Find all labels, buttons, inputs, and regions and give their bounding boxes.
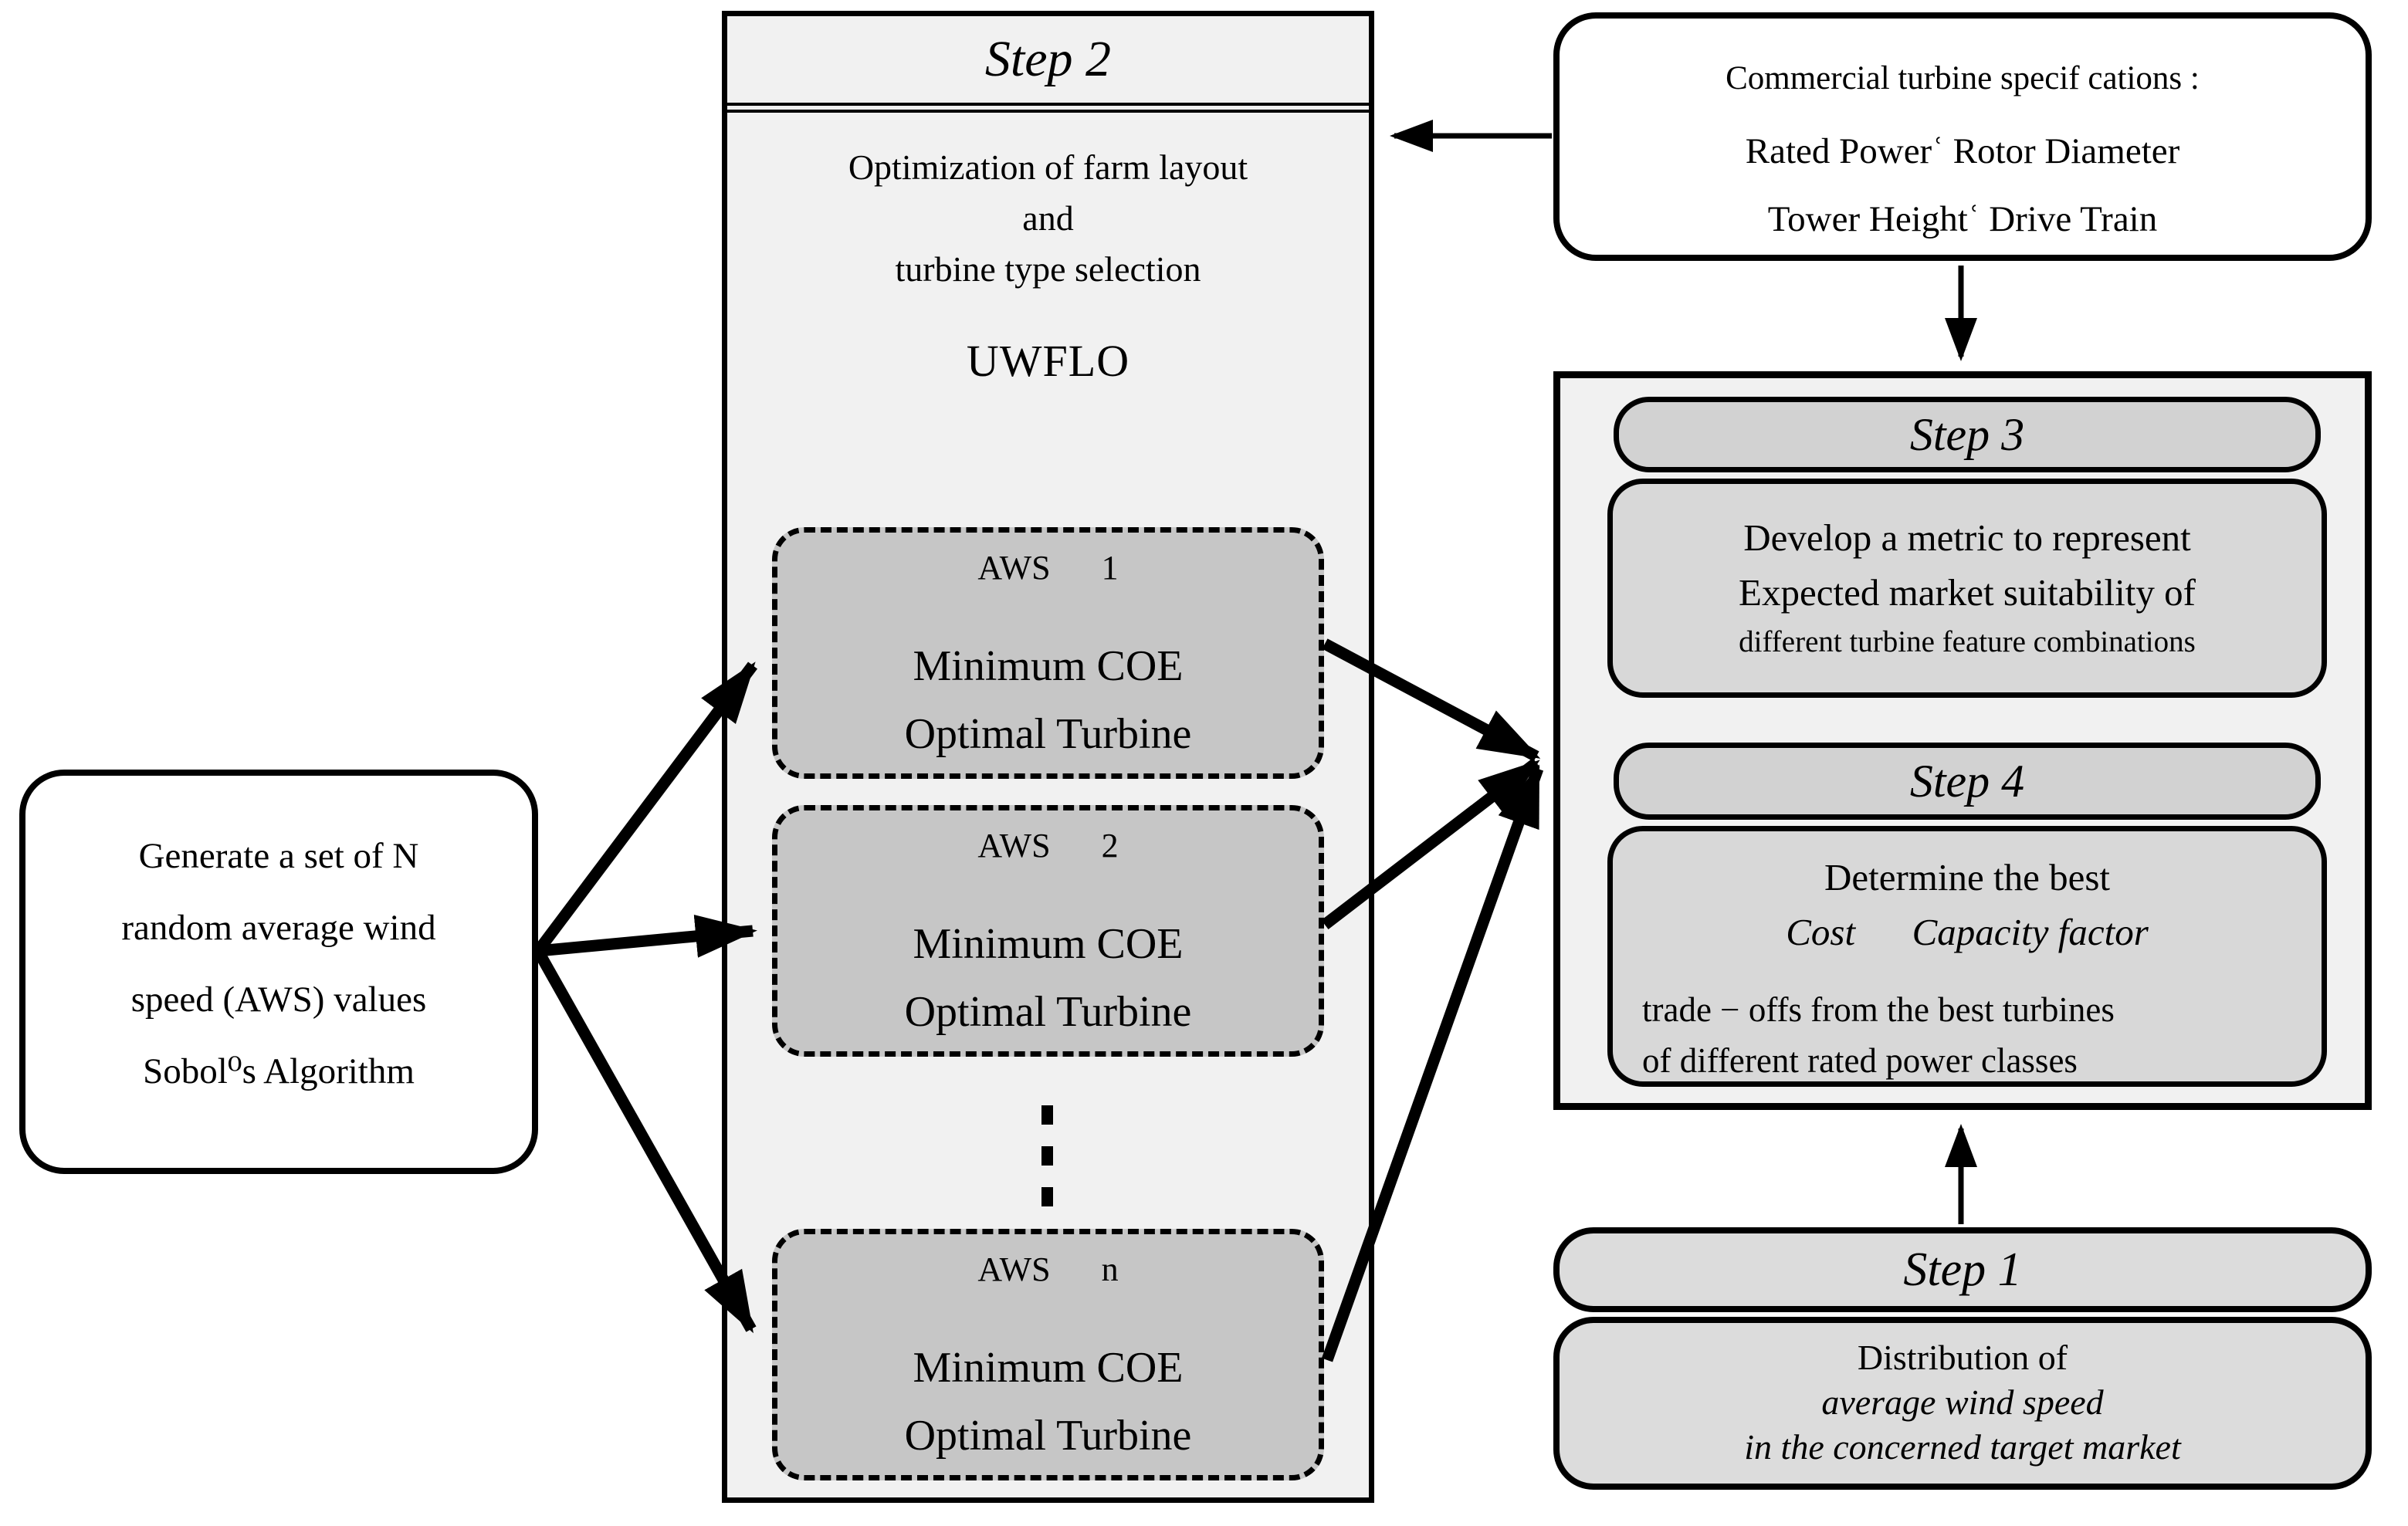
aws1-label: AWS 1 (977, 549, 1119, 587)
step4-body: Determine the best Cost Capacity factor … (1607, 826, 2327, 1087)
aws-generation-text: Generate a set of N random average wind … (25, 821, 532, 1108)
step3-text: Develop a metric to represent Expected m… (1613, 510, 2322, 620)
step3-line3: different turbine feature combinations (1739, 625, 2196, 658)
commercial-specs-box: Commercial turbine specif cations : Rate… (1553, 12, 2372, 261)
aws1-result-line1: Minimum COE (913, 642, 1184, 690)
awsn-result-text: Minimum COE Optimal Turbine (777, 1334, 1319, 1470)
aws1-result-line2: Optimal Turbine (904, 710, 1192, 758)
ellipsis-dot (1041, 1146, 1053, 1166)
aws-generation-line3: speed (AWS) values (130, 980, 427, 1020)
step3-body: Develop a metric to represent Expected m… (1607, 479, 2327, 698)
step2-description: Optimization of farm layout and turbine … (727, 142, 1369, 295)
aws2-label: AWS 2 (977, 827, 1119, 865)
awsn-result-line1: Minimum COE (913, 1344, 1184, 1392)
arrow-leftbox-to-aws2 (537, 915, 757, 958)
step1-line2: average wind speed (1821, 1382, 2104, 1422)
step2-tool-name: UWFLO (966, 336, 1130, 386)
aws2-result-line2: Optimal Turbine (904, 988, 1192, 1036)
step1-line1: Distribution of (1857, 1338, 2068, 1377)
step3-title: Step 3 (1909, 408, 2025, 460)
ellipsis-dot (1041, 1105, 1053, 1125)
step2-description-line2: and (1022, 198, 1074, 238)
step1-text: Distribution of average wind speed in th… (1560, 1335, 2366, 1470)
aws1-result-text: Minimum COE Optimal Turbine (777, 632, 1319, 768)
step4-line3: trade − offs from the best turbines (1642, 990, 2115, 1029)
awsn-result-box: AWS n Minimum COE Optimal Turbine (772, 1229, 1324, 1480)
step4-tradeoff-text: trade − offs from the best turbines of d… (1613, 984, 2322, 1086)
aws-generation-line4: Sobol⁰s Algorithm (143, 1051, 415, 1091)
step1-body: Distribution of average wind speed in th… (1553, 1317, 2372, 1490)
step1-line3: in the concerned target market (1744, 1427, 2181, 1467)
step4-line1: Determine the best (1824, 856, 2111, 898)
step4-line2: Cost Capacity factor (1786, 911, 2149, 953)
step4-header: Step 4 (1614, 743, 2321, 820)
step2-title: Step 2 (727, 16, 1369, 113)
step2-description-line3: turbine type selection (895, 249, 1201, 289)
step2-description-line1: Optimization of farm layout (848, 147, 1248, 187)
aws-generation-line1: Generate a set of N (138, 836, 419, 876)
step1-header: Step 1 (1553, 1227, 2372, 1312)
step4-line4: of different rated power classes (1642, 1041, 2078, 1080)
commercial-specs-title: Commercial turbine specif cations : (1726, 60, 2200, 96)
aws-generation-box: Generate a set of N random average wind … (19, 770, 538, 1174)
step4-title: Step 4 (1909, 755, 2025, 807)
awsn-result-line2: Optimal Turbine (904, 1412, 1192, 1460)
aws2-result-text: Minimum COE Optimal Turbine (777, 910, 1319, 1046)
step3-line1: Develop a metric to represent (1743, 516, 2191, 559)
aws2-result-line1: Minimum COE (913, 920, 1184, 968)
step3-header: Step 3 (1614, 397, 2321, 472)
aws-generation-line2: random average wind (121, 908, 436, 948)
step3-line2: Expected market suitability of (1739, 571, 2196, 614)
commercial-specs-line2: Rated Powerʿ Rotor Diameter (1745, 131, 2180, 171)
arrow-leftbox-to-aws1 (533, 661, 757, 955)
arrow-leftbox-to-awsn (533, 948, 757, 1334)
vertical-ellipsis (1041, 1105, 1054, 1206)
aws2-result-box: AWS 2 Minimum COE Optimal Turbine (772, 805, 1324, 1057)
commercial-specs-line3: Tower Heightʿ Drive Train (1767, 199, 2158, 239)
aws1-result-box: AWS 1 Minimum COE Optimal Turbine (772, 527, 1324, 779)
awsn-label: AWS n (977, 1250, 1119, 1288)
step1-title: Step 1 (1903, 1243, 2022, 1296)
ellipsis-dot (1041, 1187, 1053, 1206)
